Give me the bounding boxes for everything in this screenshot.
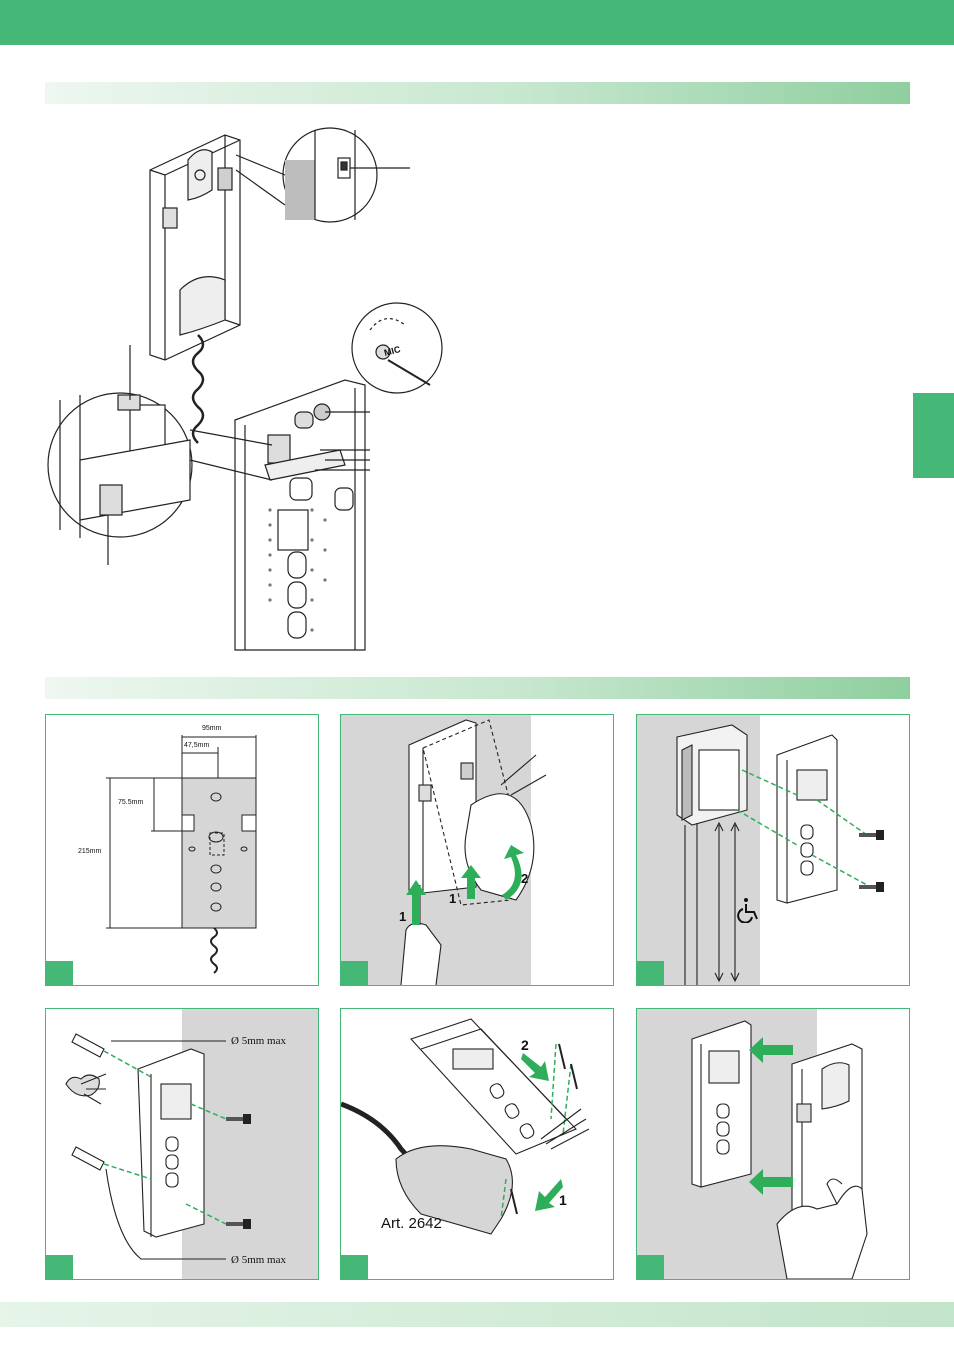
panel-corner-tab: [46, 1255, 73, 1279]
arrow-icon: [749, 1037, 793, 1063]
wheelchair-icon: [736, 897, 762, 923]
arrow-icon: [456, 863, 486, 903]
wall-plug-label: Ø 5mm max: [231, 1254, 286, 1266]
footer-band: [0, 1302, 954, 1327]
panel-dimensions: 95mm 47,5mm 75.5mm 215mm: [45, 714, 319, 986]
switch-detail-magnifier: [236, 128, 410, 222]
dim-height-75-5: 75.5mm: [118, 799, 143, 806]
step-number-1: 1: [559, 1192, 567, 1208]
panel-corner-tab: [341, 1255, 368, 1279]
handset-drawing: [150, 135, 240, 443]
panel-flush-box: [636, 714, 910, 986]
panel-corner-tab: [46, 961, 73, 985]
header-band: [0, 0, 954, 45]
panel-remove-handset: 1 1 2: [340, 714, 614, 986]
arrow-icon: [496, 845, 536, 905]
screw-icon: [226, 1218, 252, 1230]
screw-icon: [859, 881, 885, 893]
panel-corner-tab: [637, 1255, 664, 1279]
step-number-2: 2: [521, 1037, 529, 1053]
panel-mount-handset: [636, 1008, 910, 1280]
step-number-1: 1: [449, 891, 456, 906]
remove-handset-drawing: [341, 715, 613, 985]
panel-corner-tab: [341, 961, 368, 985]
dim-width-47-5: 47,5mm: [184, 742, 209, 749]
wall-plug-drawing: [46, 1009, 318, 1279]
section-bar-install: [45, 677, 910, 699]
section-bar-top: [45, 82, 910, 104]
step-number-2: 2: [521, 871, 528, 886]
arrow-icon: [749, 1169, 793, 1195]
base-plate-drawing: [235, 380, 370, 650]
panel-wall-plugs: Ø 5mm max Ø 5mm max: [45, 1008, 319, 1280]
wall-plug-label: Ø 5mm max: [231, 1035, 286, 1047]
screw-icon: [859, 829, 885, 841]
dim-height-215: 215mm: [78, 848, 101, 855]
article-label: Art. 2642: [381, 1215, 442, 1232]
panel-table-stand: 2 1 Art. 2642: [340, 1008, 614, 1280]
arrow-icon: [396, 875, 436, 935]
flush-box-drawing: [637, 715, 909, 985]
screw-icon: [226, 1113, 252, 1125]
panel-corner-tab: [637, 961, 664, 985]
dim-width-95: 95mm: [202, 725, 221, 732]
chapter-tab: [913, 393, 954, 478]
table-stand-drawing: [341, 1009, 613, 1279]
handset-configuration-illustration: [40, 120, 470, 655]
step-number-1: 1: [399, 909, 406, 924]
